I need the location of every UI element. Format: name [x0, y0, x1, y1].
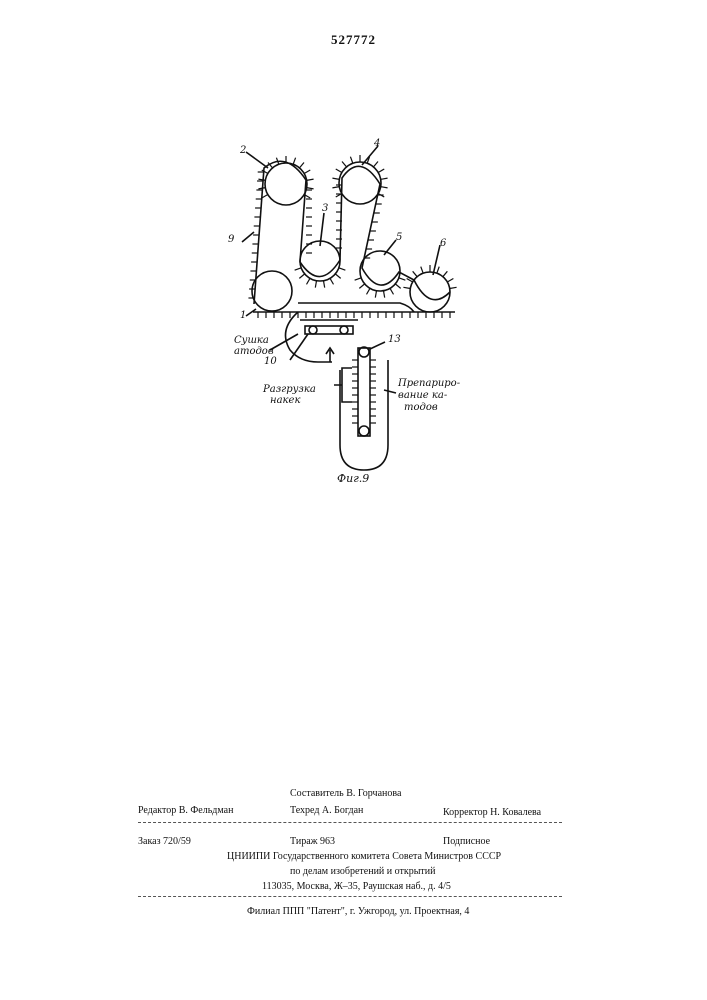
belt-9	[254, 161, 450, 304]
label-num-13: 13	[388, 334, 401, 345]
label-drying-2: атодов	[234, 346, 274, 357]
conveyor-13	[358, 348, 370, 436]
compiler-line: Составитель В. Горчанова	[290, 788, 401, 799]
u-loop	[340, 360, 388, 470]
label-num-4: 4	[374, 138, 380, 149]
corrector-line: Корректор Н. Ковалева	[443, 807, 541, 818]
label-preparation: Препариро-	[398, 378, 460, 389]
divider-bottom	[138, 896, 562, 897]
org-line-2: по делам изобретений и открытий	[290, 866, 436, 877]
branch-line: Филиал ППП "Патент", г. Ужгород, ул. Про…	[247, 906, 469, 917]
roller-2	[265, 163, 307, 205]
roller-1	[252, 271, 292, 311]
circulation-line: Тираж 963	[290, 836, 335, 847]
label-preparation-3: тодов	[404, 402, 438, 413]
order-line: Заказ 720/59	[138, 836, 191, 847]
label-preparation-2: вание ка-	[398, 390, 447, 401]
label-unloading: Разгрузка	[263, 384, 316, 395]
editor-line: Редактор В. Фельдман	[138, 805, 233, 816]
techred-line: Техред А. Богдан	[290, 805, 363, 816]
roller-4	[339, 162, 381, 204]
org-line-1: ЦНИИПИ Государственного комитета Совета …	[227, 851, 501, 862]
label-num-3: 3	[322, 203, 328, 214]
roller-3	[300, 241, 340, 281]
figure-caption: Фиг.9	[337, 472, 369, 485]
subscription-line: Подписное	[443, 836, 490, 847]
roller-6	[410, 272, 450, 312]
label-num-6: 6	[440, 238, 446, 249]
address-line: 113035, Москва, Ж–35, Раушская наб., д. …	[262, 881, 451, 892]
label-num-2: 2	[240, 145, 246, 156]
divider-top	[138, 822, 562, 823]
label-num-9: 9	[228, 234, 234, 245]
label-drying: Сушка	[234, 335, 269, 346]
label-num-5: 5	[396, 232, 402, 243]
unload-bracket	[334, 368, 352, 402]
label-num-10: 10	[264, 356, 277, 367]
label-num-1: 1	[240, 310, 246, 321]
drying-loop	[298, 303, 414, 312]
label-unloading-2: накек	[270, 395, 300, 406]
